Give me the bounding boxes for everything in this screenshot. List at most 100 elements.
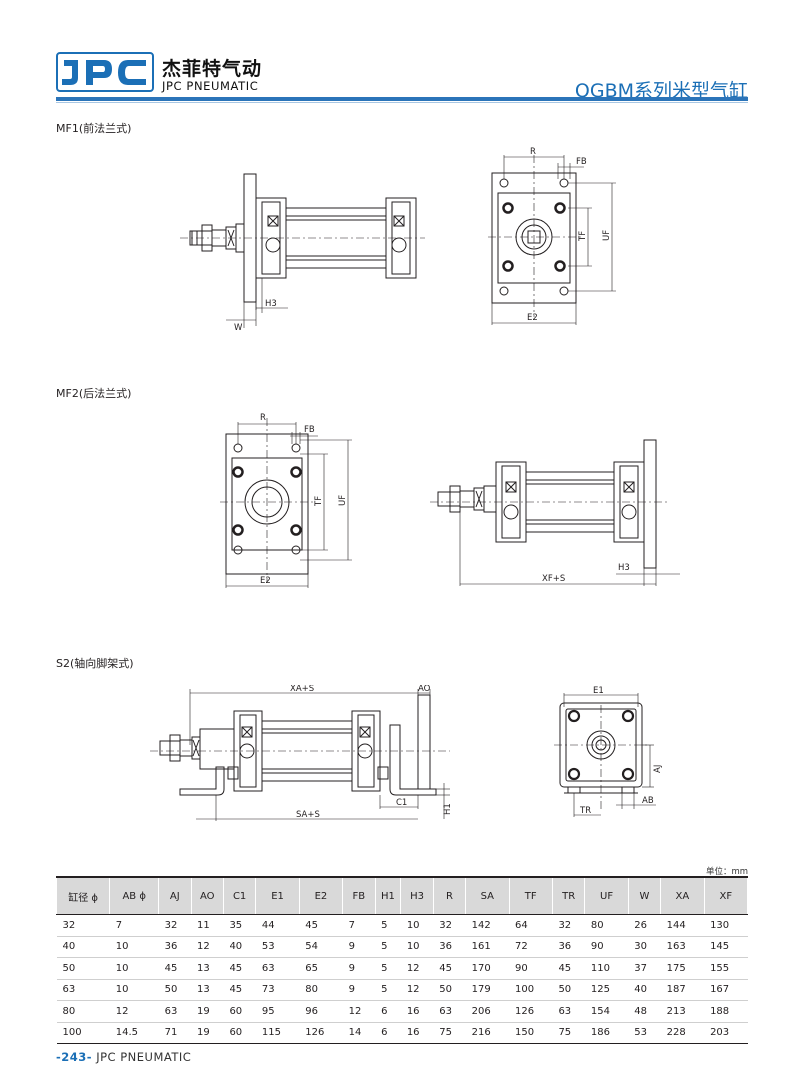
table-cell: 53 — [255, 936, 300, 958]
table-cell: 36 — [433, 936, 466, 958]
table-cell: 45 — [223, 957, 256, 980]
table-cell: 9 — [342, 979, 376, 1001]
table-cell: 12 — [342, 1000, 376, 1023]
table-cell: 45 — [223, 979, 256, 1001]
table-cell: 32 — [158, 914, 192, 937]
s2-dim-ao: AO — [418, 685, 431, 694]
mf1-dim-tf: TF — [578, 231, 588, 242]
table-cell: 7 — [109, 914, 159, 937]
footer-brand: JPC PNEUMATIC — [96, 1050, 192, 1064]
table-cell: 37 — [628, 957, 661, 980]
table-cell: 63 — [433, 1000, 466, 1023]
table-cell: 72 — [509, 936, 553, 958]
table-cell: 64 — [509, 914, 553, 937]
table-cell: 175 — [660, 957, 705, 980]
mf1-side-view-drawing — [180, 173, 425, 328]
table-cell: 60 — [223, 1000, 256, 1023]
table-cell: 206 — [465, 1000, 510, 1023]
s2-dim-e1: E1 — [593, 686, 604, 696]
table-cell: 19 — [191, 1022, 224, 1044]
table-cell: 115 — [255, 1022, 300, 1044]
header-rule — [56, 97, 748, 101]
mf2-dim-xfs: XF+S — [542, 574, 565, 584]
mf1-dim-r: R — [530, 147, 536, 157]
table-cell: 90 — [509, 957, 553, 980]
table-cell: 45 — [299, 914, 343, 937]
table-cell: 16 — [400, 1022, 434, 1044]
table-cell: 213 — [660, 1000, 705, 1023]
table-cell: 65 — [299, 957, 343, 980]
mf1-dim-fb: FB — [576, 157, 587, 167]
table-header-cell: H1 — [374, 876, 402, 915]
table-header-cell: FB — [342, 876, 376, 915]
table-cell: 40 — [223, 936, 256, 958]
table-cell: 80 — [299, 979, 343, 1001]
table-header-cell: W — [627, 876, 662, 915]
table-cell: 155 — [704, 957, 748, 980]
table-cell: 9 — [342, 936, 376, 958]
s2-dim-sas: SA+S — [296, 810, 320, 820]
table-cell: 63 — [158, 1000, 192, 1023]
table-cell: 96 — [299, 1000, 343, 1023]
table-cell: 100 — [56, 1022, 110, 1044]
s2-dim-c1: C1 — [396, 798, 407, 808]
table-cell: 142 — [465, 914, 510, 937]
table-cell: 73 — [255, 979, 300, 1001]
s2-dim-aj: AJ — [653, 765, 663, 773]
table-cell: 44 — [255, 914, 300, 937]
table-cell: 161 — [465, 936, 510, 958]
mf1-dim-h3: H3 — [265, 299, 277, 309]
table-header-cell: E1 — [255, 876, 300, 915]
table-cell: 11 — [191, 914, 224, 937]
table-header-cell: R — [432, 876, 467, 915]
section-label-mf1: MF1(前法兰式) — [56, 122, 132, 135]
table-cell: 50 — [433, 979, 466, 1001]
table-cell: 14 — [342, 1022, 376, 1044]
table-cell: 30 — [628, 936, 661, 958]
table-cell: 5 — [375, 979, 401, 1001]
table-cell: 12 — [400, 957, 434, 980]
series-title: QGBM系列米型气缸 — [574, 80, 748, 102]
table-cell: 187 — [660, 979, 705, 1001]
table-cell: 10 — [400, 936, 434, 958]
footer: -243- JPC PNEUMATIC — [56, 1050, 191, 1064]
table-cell: 32 — [433, 914, 466, 937]
table-cell: 75 — [433, 1022, 466, 1044]
table-cell: 167 — [704, 979, 748, 1001]
table-cell: 36 — [552, 936, 585, 958]
section-label-s2: S2(轴向脚架式) — [56, 657, 134, 670]
mf2-dim-e2: E2 — [260, 576, 271, 586]
table-cell: 45 — [158, 957, 192, 980]
s2-front-view-drawing — [554, 693, 656, 817]
mf2-front-view-drawing — [220, 418, 352, 588]
table-cell: 12 — [400, 979, 434, 1001]
table-cell: 12 — [109, 1000, 159, 1023]
table-cell: 53 — [628, 1022, 661, 1044]
mf2-dim-fb: FB — [304, 425, 315, 435]
mf2-dim-tf: TF — [314, 496, 324, 507]
mf2-dim-uf: UF — [338, 495, 348, 506]
table-cell: 40 — [56, 936, 110, 958]
table-cell: 35 — [223, 914, 256, 937]
section-label-mf2: MF2(后法兰式) — [56, 387, 132, 400]
table-cell: 50 — [552, 979, 585, 1001]
table-header-cell: 缸径 ϕ — [55, 876, 111, 915]
s2-dim-tr: TR — [579, 806, 591, 816]
table-cell: 32 — [552, 914, 585, 937]
table-header-cell: C1 — [222, 876, 257, 915]
table-cell: 80 — [56, 1000, 110, 1023]
table-cell: 145 — [704, 936, 748, 958]
s2-dim-h1: H1 — [443, 803, 453, 815]
unit-note: 单位：mm — [705, 867, 748, 877]
mf1-front-view-drawing — [488, 155, 616, 325]
s2-side-view-drawing — [150, 689, 450, 821]
table-cell: 9 — [342, 957, 376, 980]
table-cell: 5 — [375, 957, 401, 980]
table-cell: 110 — [584, 957, 629, 980]
